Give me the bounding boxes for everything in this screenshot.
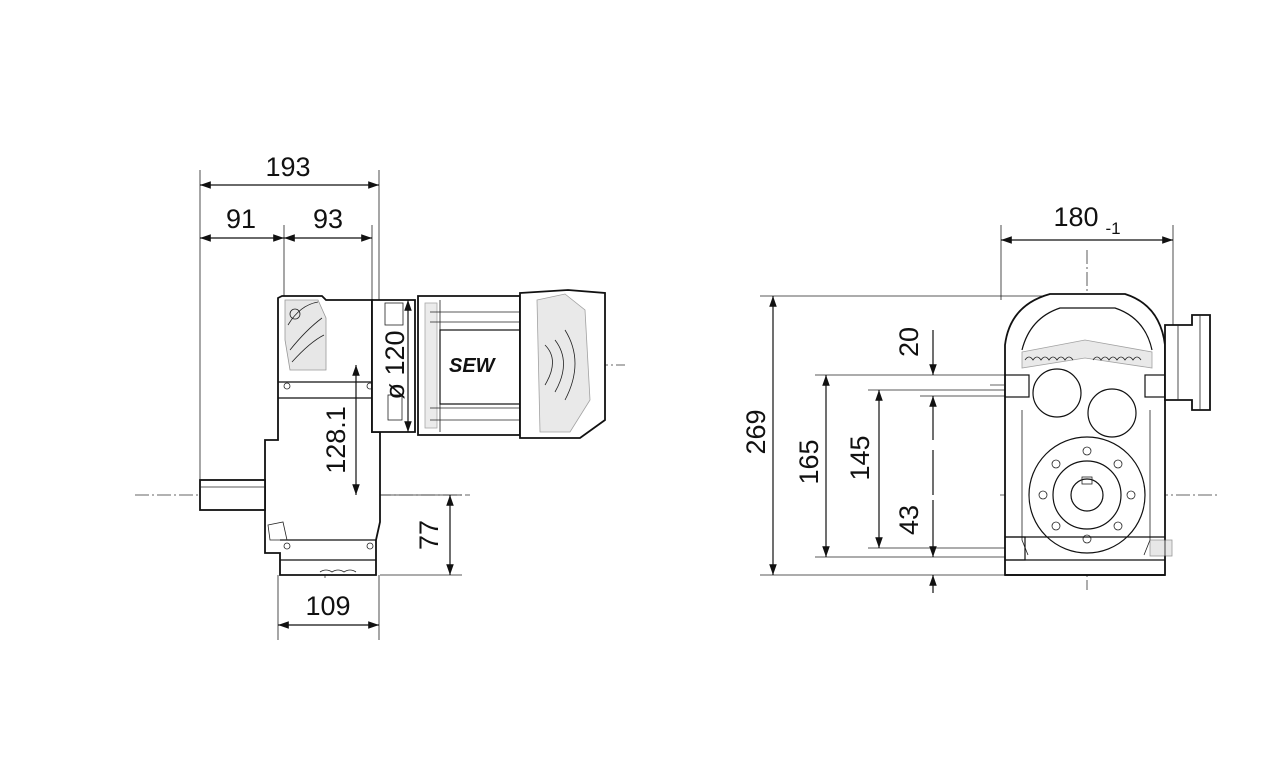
side-connector xyxy=(1164,314,1211,411)
manufacturer-logo: SEW xyxy=(449,355,497,377)
dim-width: 180 xyxy=(1053,202,1098,232)
front-view: 180 -1 269 165 145 20 43 xyxy=(741,202,1218,593)
dim-base-to-hole: 43 xyxy=(894,505,924,535)
dim-overall-width: 193 xyxy=(265,152,310,182)
output-shaft xyxy=(199,479,266,511)
dim-top-offset: 20 xyxy=(894,327,924,357)
dim-base-width: 109 xyxy=(305,591,350,621)
dim-center-to-motor: 93 xyxy=(313,204,343,234)
dim-center-height: 128.1 xyxy=(321,406,351,474)
dim-total-height: 269 xyxy=(741,409,771,454)
dim-motor-diameter: ø 120 xyxy=(380,330,410,399)
dim-width-tolerance: -1 xyxy=(1105,219,1120,238)
dim-shaft-height: 77 xyxy=(414,520,444,550)
dim-hole-height: 165 xyxy=(794,439,824,484)
dim-hole-spacing: 145 xyxy=(845,435,875,480)
output-flange xyxy=(1028,436,1146,554)
dim-shaft-to-center: 91 xyxy=(226,204,256,234)
side-view: SEW 193 91 93 ø 120 128.1 77 109 xyxy=(135,152,625,640)
housing-front xyxy=(1004,293,1166,576)
